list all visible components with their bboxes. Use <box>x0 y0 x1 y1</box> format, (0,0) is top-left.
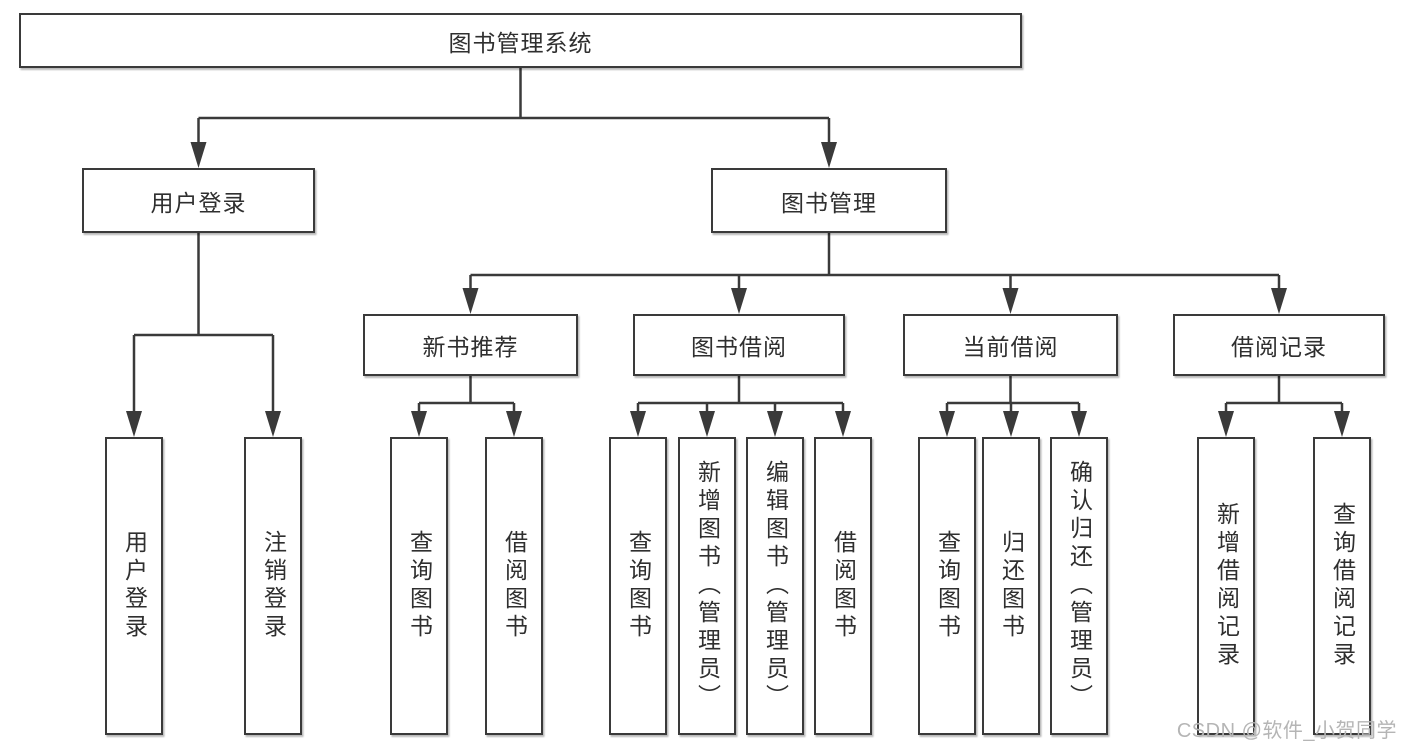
node-new-book-recommend: 新书推荐 <box>363 314 578 376</box>
leaf-return-books: 归还图书 <box>982 437 1040 735</box>
leaf-query-borrow-record-label: 查询借阅记录 <box>1329 502 1356 670</box>
leaf-borrow-books-recommend: 借阅图书 <box>485 437 543 735</box>
leaf-add-books-admin: 新增图书（管理员） <box>678 437 736 735</box>
leaf-borrow-books: 借阅图书 <box>814 437 872 735</box>
leaf-return-books-label: 归还图书 <box>998 530 1025 642</box>
node-user-login: 用户登录 <box>82 168 315 233</box>
node-root-label: 图书管理系统 <box>448 29 593 56</box>
leaf-user-login: 用户登录 <box>105 437 163 735</box>
leaf-query-books-borrow: 查询图书 <box>609 437 667 735</box>
leaf-confirm-return-admin: 确认归还（管理员） <box>1050 437 1108 735</box>
node-root: 图书管理系统 <box>19 13 1022 68</box>
leaf-logout: 注销登录 <box>244 437 302 735</box>
leaf-confirm-return-admin-label: 确认归还（管理员） <box>1066 460 1093 712</box>
node-borrow-records-label: 借阅记录 <box>1231 334 1327 360</box>
connector-lines <box>132 68 1344 419</box>
leaf-edit-books-admin: 编辑图书（管理员） <box>746 437 804 735</box>
leaf-query-books-recommend-label: 查询图书 <box>406 530 433 642</box>
leaf-query-borrow-record: 查询借阅记录 <box>1313 437 1371 735</box>
node-new-book-recommend-label: 新书推荐 <box>422 334 519 360</box>
node-book-management: 图书管理 <box>711 168 947 233</box>
leaf-query-books-borrow-label: 查询图书 <box>625 530 652 642</box>
leaf-user-login-label: 用户登录 <box>121 530 148 642</box>
node-book-management-label: 图书管理 <box>781 189 877 216</box>
leaf-edit-books-admin-label: 编辑图书（管理员） <box>762 460 789 712</box>
node-user-login-label: 用户登录 <box>150 189 247 216</box>
leaf-add-borrow-record-label: 新增借阅记录 <box>1213 502 1240 670</box>
node-current-borrow: 当前借阅 <box>903 314 1118 376</box>
node-book-borrow-label: 图书借阅 <box>691 334 787 360</box>
node-current-borrow-label: 当前借阅 <box>962 334 1059 360</box>
node-borrow-records: 借阅记录 <box>1173 314 1385 376</box>
leaf-query-books-current-label: 查询图书 <box>934 530 961 642</box>
leaf-borrow-books-recommend-label: 借阅图书 <box>501 530 528 642</box>
node-book-borrow: 图书借阅 <box>633 314 845 376</box>
leaf-add-borrow-record: 新增借阅记录 <box>1197 437 1255 735</box>
arrowhead-icons <box>126 142 1350 437</box>
leaf-query-books-recommend: 查询图书 <box>390 437 448 735</box>
leaf-logout-label: 注销登录 <box>260 530 287 642</box>
leaf-borrow-books-label: 借阅图书 <box>830 530 857 642</box>
leaf-query-books-current: 查询图书 <box>918 437 976 735</box>
watermark: CSDN @软件_小贺同学 <box>1176 720 1397 742</box>
leaf-add-books-admin-label: 新增图书（管理员） <box>694 460 721 712</box>
